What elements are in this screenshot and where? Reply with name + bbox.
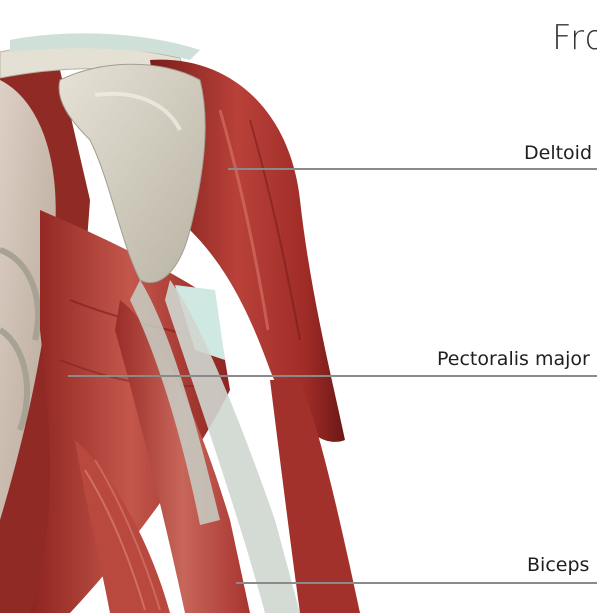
biceps-leader-line xyxy=(236,582,597,584)
diagram-title: Fro xyxy=(552,18,597,58)
deltoid-leader-line xyxy=(228,168,597,170)
pectoralis-major-label: Pectoralis major xyxy=(437,348,590,370)
deltoid-label: Deltoid xyxy=(524,142,592,164)
pectoralis-major-leader-line xyxy=(68,375,597,377)
biceps-label: Biceps xyxy=(527,554,589,576)
